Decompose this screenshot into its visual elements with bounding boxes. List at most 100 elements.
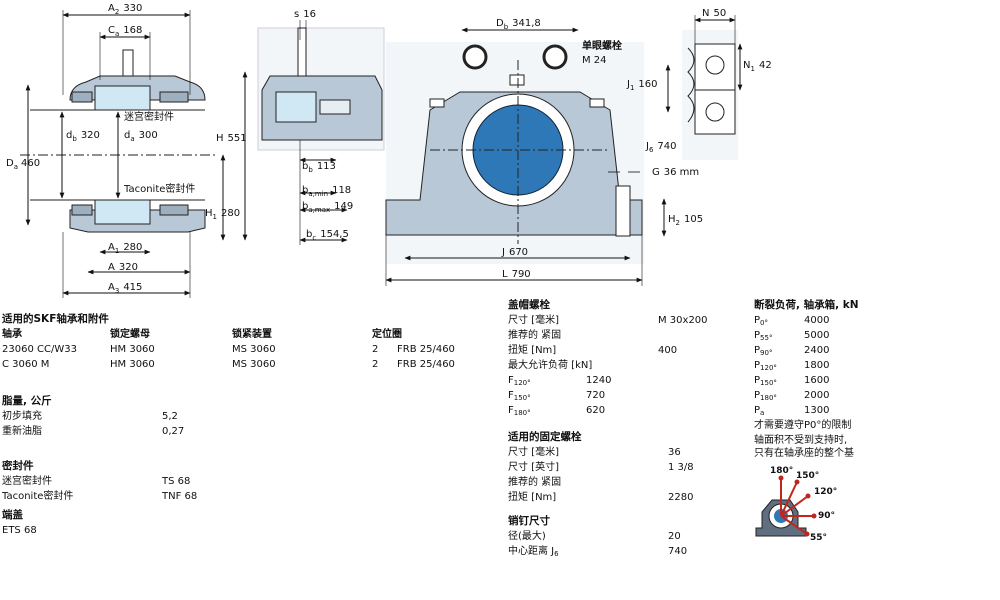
grease-relub-label: 重新油脂 <box>2 426 42 437</box>
lockdevice-cell: MS 3060 <box>232 344 276 355</box>
suitable-heading: 适用的SKF轴承和附件 <box>2 313 109 325</box>
f120-label: F120° <box>508 375 531 387</box>
grease-heading: 脂量, 公斤 <box>2 395 52 407</box>
breaking-note-1: 才需要遵守P0°的限制 <box>754 420 852 431</box>
labyrinth-seal-label: 迷宫密封件 <box>124 110 174 123</box>
fixbolt-mm-label: 尺寸 [毫米] <box>508 447 559 458</box>
breaking-load-section: 断裂负荷, 轴承箱, kN P0°4000 P55°5000 P90°2400 … <box>754 298 994 459</box>
load-direction-diagram: 180° 150° 120° 90° 55° <box>752 460 872 544</box>
dowel-dist-value: 740 <box>668 546 688 557</box>
eyebolt-label: 单眼螺栓 <box>582 39 622 52</box>
angle-90-label: 90° <box>818 511 835 521</box>
capbolt-torque-label: 推荐的 紧固 <box>508 330 562 341</box>
p0-value: 4000 <box>804 315 830 326</box>
p90-value: 2400 <box>804 345 830 356</box>
fixbolt-inch-label: 尺寸 [英寸] <box>508 462 559 473</box>
grease-initial-label: 初步填充 <box>2 411 42 422</box>
ring-cell: FRB 25/460 <box>397 359 455 370</box>
grease-relub-value: 0,27 <box>162 426 185 437</box>
seals-section: 密封件 迷宫密封件 TS 68 Taconite密封件 TNF 68 <box>2 459 242 504</box>
p55-value: 5000 <box>804 330 830 341</box>
table-row: 23060 CC/W33 HM 3060 MS 3060 2 FRB 25/46… <box>2 342 472 357</box>
bearing-cell: C 3060 M <box>2 359 50 370</box>
capbolt-torque-label2: 扭矩 [Nm] <box>508 345 557 356</box>
seal-labyrinth-value: TS 68 <box>162 476 191 487</box>
suitable-accessories-section: 适用的SKF轴承和附件 轴承 锁定螺母 锁紧装置 定位圈 23060 CC/W3… <box>2 312 472 372</box>
seals-heading: 密封件 <box>2 460 34 472</box>
f150-label: F150° <box>508 390 531 402</box>
pa-value: 1300 <box>804 405 830 416</box>
dowel-section: 销钉尺寸 径(最大) 20 中心距离 J6 740 <box>508 514 738 559</box>
taconite-seal-label: Taconite密封件 <box>123 182 195 195</box>
angle-180-label: 180° <box>770 466 793 476</box>
grease-initial-value: 5,2 <box>162 411 178 422</box>
dowel-heading: 销钉尺寸 <box>508 515 550 527</box>
seal-taconite-value: TNF 68 <box>162 491 198 502</box>
locknut-cell: HM 3060 <box>110 359 155 370</box>
suitable-header-row: 轴承 锁定螺母 锁紧装置 定位圈 <box>2 327 472 342</box>
p180-label: P180° <box>754 390 777 402</box>
p180-value: 2000 <box>804 390 830 401</box>
pa-label: Pa <box>754 405 765 417</box>
breaking-heading: 断裂负荷, 轴承箱, kN <box>754 299 859 311</box>
angle-150-label: 150° <box>796 471 819 481</box>
capbolt-torque-value: 400 <box>658 345 678 356</box>
capbolt-maxload-label: 最大允许负荷 [kN] <box>508 360 593 371</box>
col-lockdevice: 锁紧装置 <box>232 329 272 340</box>
grease-section: 脂量, 公斤 初步填充 5,2 重新油脂 0,27 <box>2 394 242 439</box>
seal-labyrinth-label: 迷宫密封件 <box>2 476 52 487</box>
dowel-dia-label: 径(最大) <box>508 531 546 542</box>
lockdevice-cell: MS 3060 <box>232 359 276 370</box>
p90-label: P90° <box>754 345 773 357</box>
p120-label: P120° <box>754 360 777 372</box>
f120-value: 1240 <box>586 375 612 386</box>
col-locating: 定位圈 <box>372 329 402 340</box>
p0-label: P0° <box>754 315 768 327</box>
bearing-cell: 23060 CC/W33 <box>2 344 77 355</box>
p150-label: P150° <box>754 375 777 387</box>
qty-cell: 2 <box>372 344 379 355</box>
endcover-value: ETS 68 <box>2 525 37 536</box>
dowel-dist-label: 中心距离 J6 <box>508 546 559 558</box>
dowel-dia-value: 20 <box>668 531 681 542</box>
endcover-heading: 端盖 <box>2 509 23 521</box>
locknut-cell: HM 3060 <box>110 344 155 355</box>
f150-value: 720 <box>586 390 606 401</box>
seal-taconite-label: Taconite密封件 <box>2 491 74 502</box>
angle-120-label: 120° <box>814 487 837 497</box>
capbolt-size-label: 尺寸 [毫米] <box>508 315 559 326</box>
qty-cell: 2 <box>372 359 379 370</box>
f180-value: 620 <box>586 405 606 416</box>
capbolts-heading: 盖帽螺栓 <box>508 299 550 311</box>
fixbolt-torque-label2: 扭矩 [Nm] <box>508 492 557 503</box>
p55-label: P55° <box>754 330 773 342</box>
fixbolts-heading: 适用的固定螺栓 <box>508 431 582 443</box>
table-row: C 3060 M HM 3060 MS 3060 2 FRB 25/460 <box>2 357 472 372</box>
p150-value: 1600 <box>804 375 830 386</box>
endcover-section: 端盖 ETS 68 <box>2 508 242 538</box>
capbolts-section: 盖帽螺栓 尺寸 [毫米]M 30x200 推荐的 紧固 扭矩 [Nm]400 最… <box>508 298 738 418</box>
